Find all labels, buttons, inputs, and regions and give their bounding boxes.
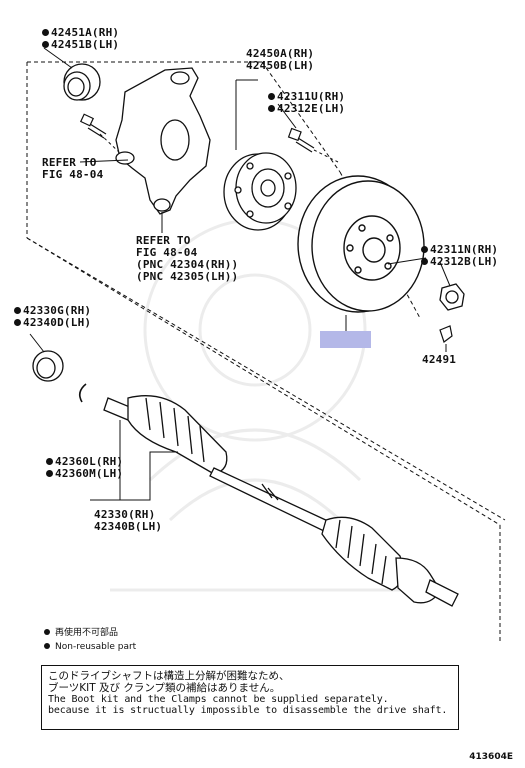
oil-seal-part [32,350,64,382]
non-reusable-dot-icon [46,458,53,465]
assembly-frame [26,61,506,642]
wheel-bearing-part [63,63,101,101]
legend-en-row: Non-reusable part [44,640,136,654]
non-reusable-dot-icon [268,93,275,100]
knuckle-reference-label: REFER TO FIG 48-04 [42,156,104,181]
brake-disc-part [297,175,425,313]
snap-ring-part [78,383,87,403]
drive-shaft-part [103,395,459,607]
cap-label: 42491 [422,353,457,366]
non-reusable-dot-icon [42,29,49,36]
hub-nut-label: 42311N(RH) 42312B(LH) [421,244,498,268]
note-jp-line-1: このドライブシャフトは構造上分解が困難なため、 [48,670,290,682]
hub-bolt-label: 42311U(RH) 42312E(LH) [268,91,345,115]
cap-part [439,325,453,343]
boot-kit-label: 42360L(RH) 42360M(LH) [46,456,123,480]
oil-seal-label: 42330G(RH) 42340D(LH) [14,305,91,329]
non-reusable-dot-icon [14,319,21,326]
non-reusable-dot-icon [46,470,53,477]
axle-hub-part [223,152,297,231]
note-en-line-1: The Boot kit and the Clamps cannot be su… [48,694,389,705]
hub-label: 42450A(RH) 42450B(LH) [246,47,315,72]
legend: 再使用不可部品 Non-reusable part [44,626,136,654]
non-reusable-dot-icon [44,643,50,649]
supply-note-box: このドライブシャフトは構造上分解が困難なため、 ブーツKIT 及び クランプ類の… [41,665,459,730]
highlight-marker [320,331,371,348]
figure-id: 413604E [469,752,513,762]
note-en-line-2: because it is structually impossible to … [48,705,448,716]
hub-bolt-part [287,127,315,153]
bearing-label: 42451A(RH) 42451B(LH) [42,27,119,51]
hub-nut-part [439,283,465,311]
steering-knuckle-part [115,67,211,215]
non-reusable-dot-icon [421,258,428,265]
note-jp-line-2: ブーツKIT 及び クランプ類の補給はありません。 [48,682,281,694]
legend-jp-row: 再使用不可部品 [44,626,136,640]
non-reusable-dot-icon [44,629,50,635]
knuckle-bolt-part [79,113,107,139]
drive-shaft-label: 42330(RH) 42340B(LH) [94,508,163,533]
knuckle-pnc-reference-label: REFER TO FIG 48-04 (PNC 42304(RH)) (PNC … [136,234,239,283]
non-reusable-dot-icon [42,41,49,48]
non-reusable-dot-icon [268,105,275,112]
non-reusable-dot-icon [14,307,21,314]
non-reusable-dot-icon [421,246,428,253]
